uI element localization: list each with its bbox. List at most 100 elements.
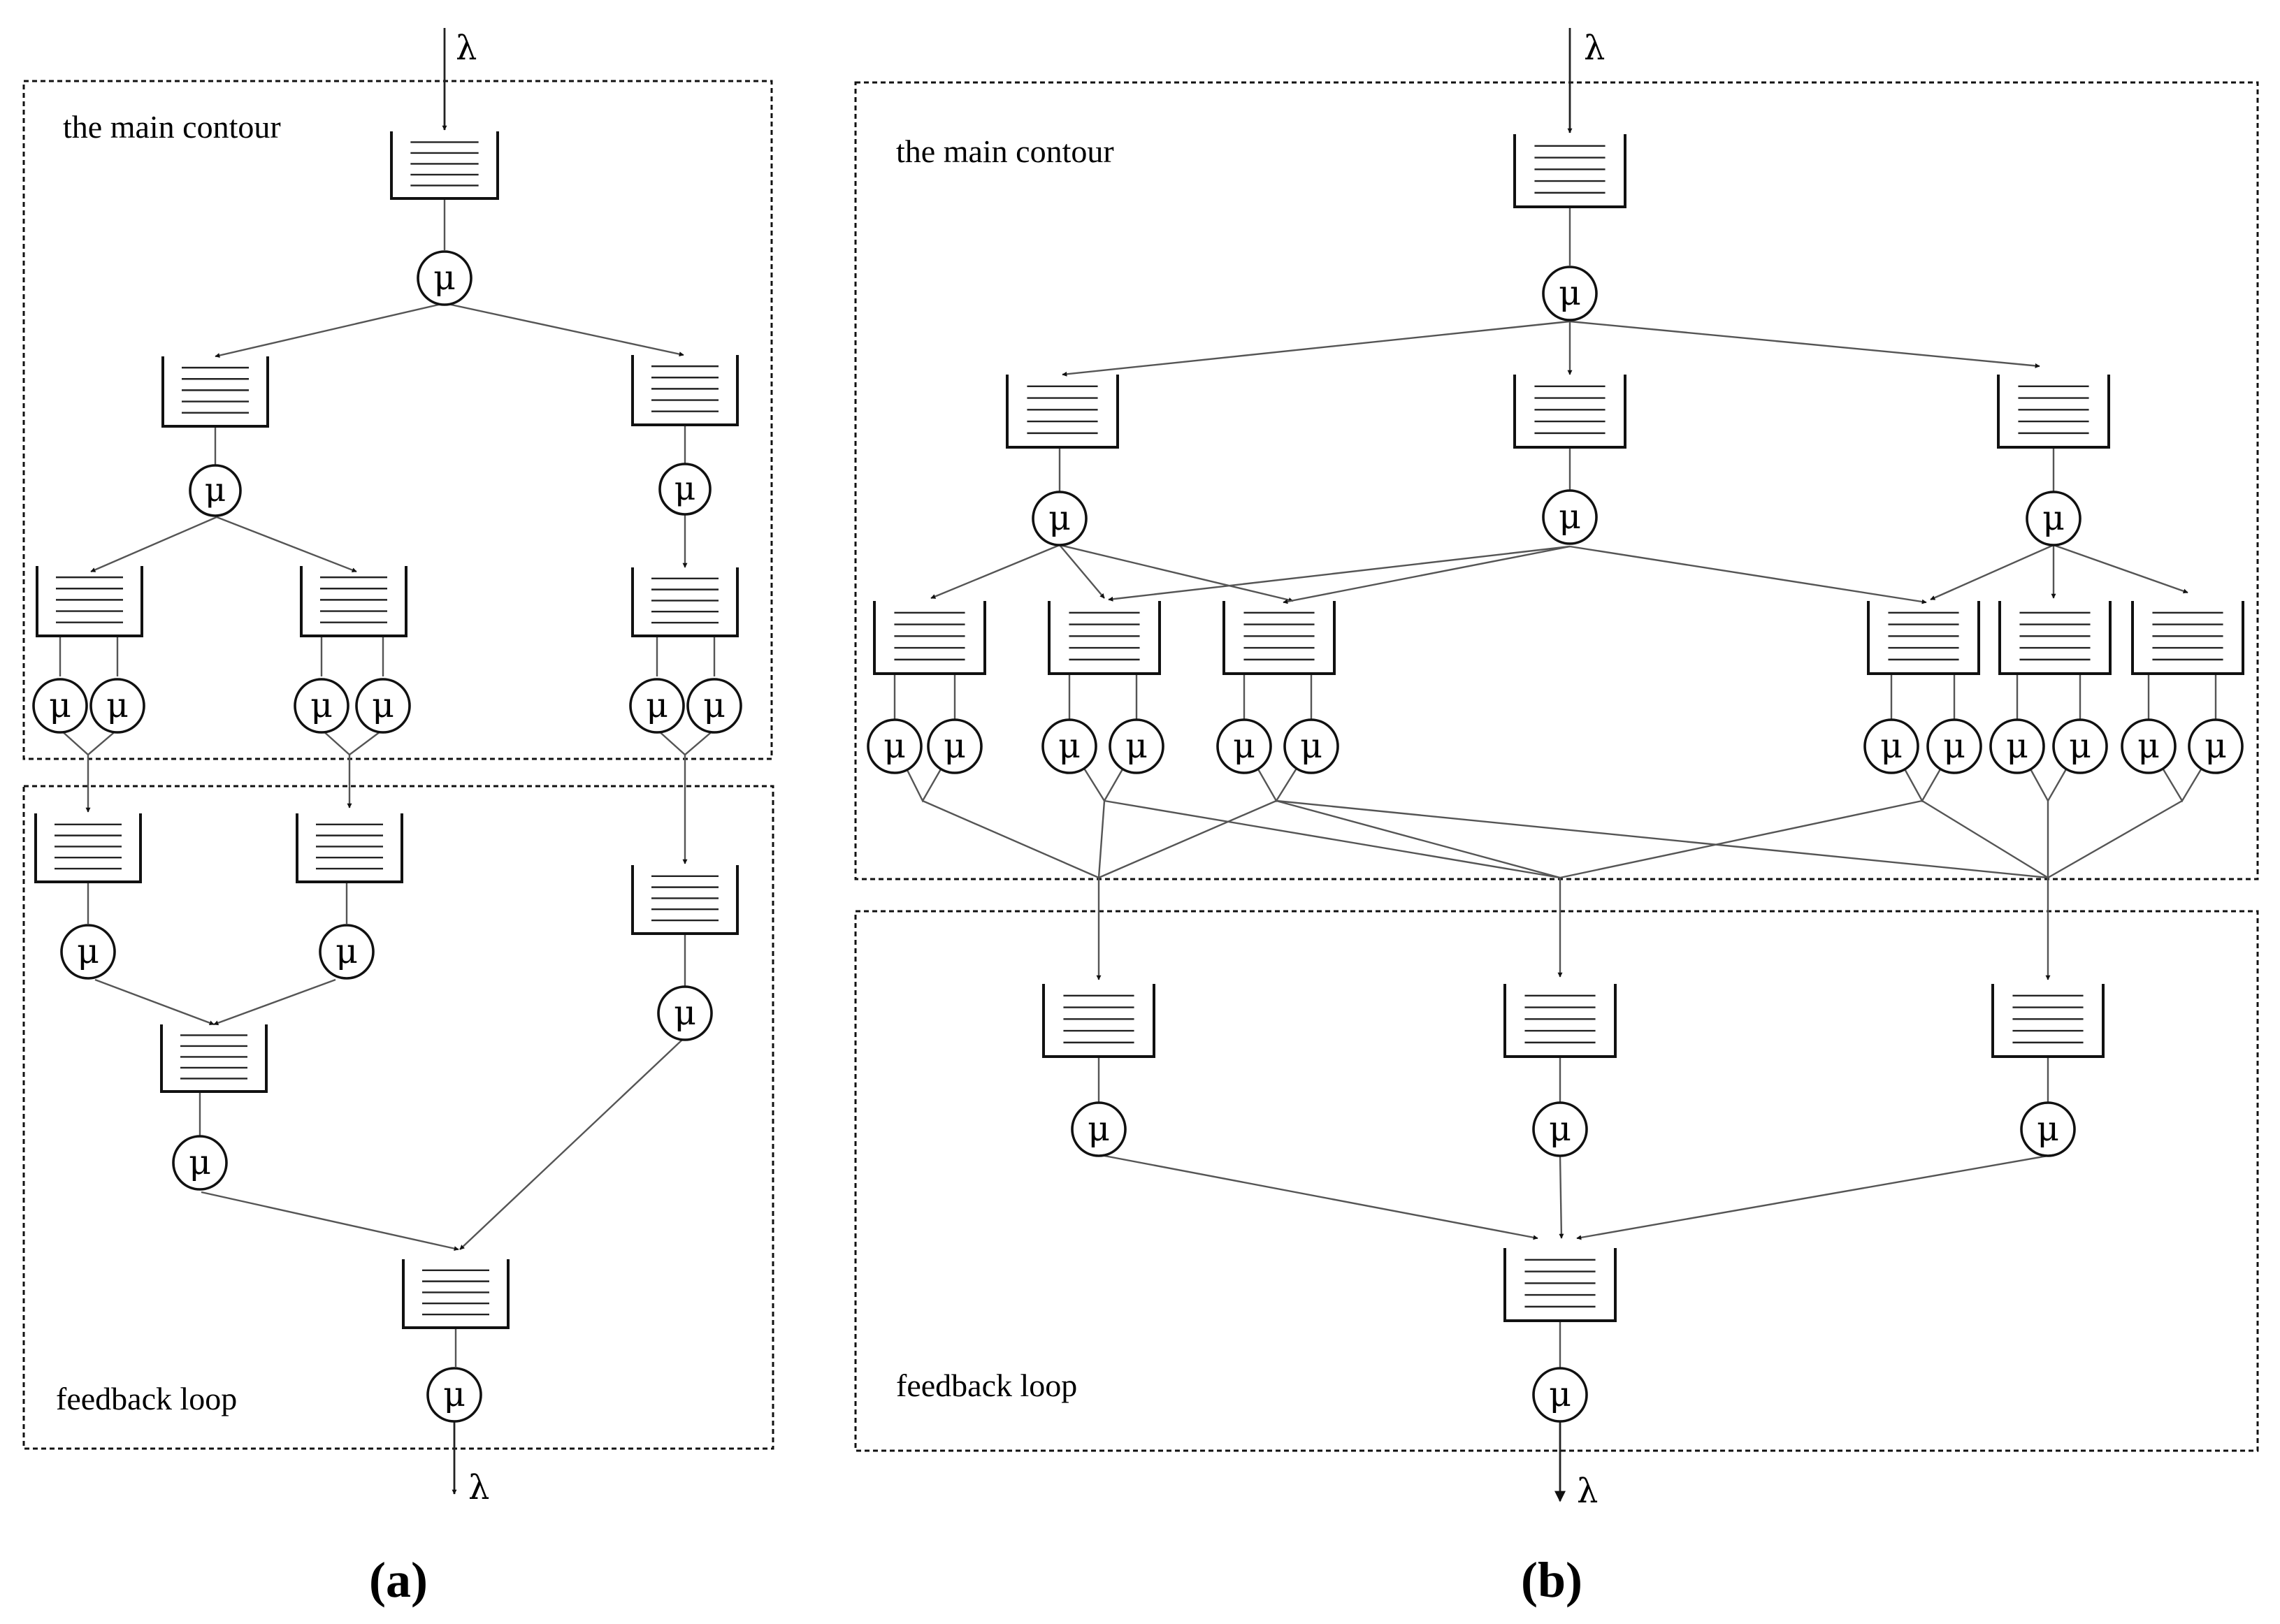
queue-buffer xyxy=(1042,984,1155,1058)
service-rate-label: μ xyxy=(2205,726,2227,766)
server-node: μ xyxy=(867,718,923,774)
server-node: μ xyxy=(2121,718,2177,774)
server-node: μ xyxy=(658,463,712,516)
server-node: μ xyxy=(1542,266,1598,321)
service-rate-label: μ xyxy=(189,1143,211,1182)
connection-arrows xyxy=(930,28,2188,1502)
server-node: μ xyxy=(629,678,685,734)
server-node: μ xyxy=(60,924,116,980)
server-node: μ xyxy=(172,1135,228,1191)
queue-buffer xyxy=(631,567,739,637)
service-rate-label: μ xyxy=(646,686,668,725)
service-rate-label: μ xyxy=(1233,726,1255,766)
service-rate-label: μ xyxy=(1559,497,1581,537)
server-node: μ xyxy=(2188,718,2244,774)
queue-buffer xyxy=(390,131,499,200)
service-rate-label: μ xyxy=(2069,726,2091,766)
server-joins xyxy=(893,744,2217,879)
server-node: μ xyxy=(657,985,713,1041)
queue-buffer xyxy=(2131,601,2244,675)
server-node: μ xyxy=(1532,1367,1588,1423)
queue-server-links xyxy=(59,198,716,1367)
service-rate-label: μ xyxy=(1300,726,1322,766)
server-node: μ xyxy=(2052,718,2108,774)
queues xyxy=(34,131,739,1329)
feedback-loop-border xyxy=(22,785,774,1450)
service-rate-label: μ xyxy=(310,686,333,725)
main-contour-label: the main contour xyxy=(63,109,281,145)
server-node: μ xyxy=(1032,491,1088,546)
server-node: μ xyxy=(1109,718,1164,774)
input-lambda-label: λ xyxy=(456,29,477,68)
service-rate-label: μ xyxy=(1880,726,1903,766)
queue-buffer xyxy=(1006,375,1119,449)
service-rate-label: μ xyxy=(205,471,226,509)
queue-buffer xyxy=(1513,134,1626,208)
service-rate-label: μ xyxy=(1559,273,1581,313)
queue-buffer xyxy=(1503,1248,1617,1322)
caption-a: (a) xyxy=(369,1552,428,1608)
server-node: μ xyxy=(189,464,242,517)
server-node: μ xyxy=(32,678,88,734)
service-rate-label: μ xyxy=(2006,726,2028,766)
service-rate-label: μ xyxy=(703,686,726,725)
service-rate-label: μ xyxy=(1048,498,1071,538)
service-rate-label: μ xyxy=(944,726,966,766)
server-node: μ xyxy=(1532,1101,1588,1157)
server-node: μ xyxy=(927,718,983,774)
queue-buffer xyxy=(300,566,407,637)
service-rate-label: μ xyxy=(49,686,71,725)
connection-arrows xyxy=(85,28,688,1495)
feedback-loop-label: feedback loop xyxy=(896,1368,1077,1403)
server-node: μ xyxy=(1989,718,2045,774)
service-rate-label: μ xyxy=(1125,726,1148,766)
queue-buffer xyxy=(1867,601,1980,675)
service-rate-label: μ xyxy=(77,931,99,971)
server-node: μ xyxy=(319,924,375,980)
output-lambda-label: λ xyxy=(468,1468,489,1507)
queue-buffer xyxy=(1998,601,2112,675)
server-node: μ xyxy=(89,678,145,734)
server-node: μ xyxy=(2020,1101,2076,1157)
queue-buffer xyxy=(161,356,269,428)
output-lambda-label: λ xyxy=(1577,1472,1598,1511)
queue-buffer xyxy=(1222,601,1336,675)
diagram-b: the main contour feedback loop λ λ (b) xyxy=(854,28,2259,1608)
server-node: μ xyxy=(686,678,742,734)
service-rate-label: μ xyxy=(1943,726,1965,766)
main-contour-border xyxy=(854,81,2259,880)
server-joins xyxy=(59,729,715,756)
queue-buffer xyxy=(631,865,739,935)
input-lambda-label: λ xyxy=(1584,29,1605,68)
service-rate-label: μ xyxy=(1058,726,1081,766)
server-node: μ xyxy=(1542,489,1598,545)
queue-buffer xyxy=(36,566,143,637)
queue-buffer xyxy=(1997,375,2110,449)
server-node: μ xyxy=(294,678,349,734)
queue-buffer xyxy=(873,601,986,675)
queue-buffer xyxy=(402,1259,510,1329)
service-rate-label: μ xyxy=(2137,726,2160,766)
service-rate-label: μ xyxy=(1088,1109,1110,1149)
service-rate-label: μ xyxy=(674,993,696,1033)
queue-buffer xyxy=(296,813,403,883)
server-node: μ xyxy=(1926,718,1982,774)
server-node: μ xyxy=(355,678,411,734)
feedback-loop-label: feedback loop xyxy=(56,1381,237,1416)
main-contour-label: the main contour xyxy=(896,133,1114,169)
feedback-loop-border xyxy=(854,910,2259,1452)
caption-b: (b) xyxy=(1521,1552,1582,1608)
server-node: μ xyxy=(1283,718,1339,774)
service-rate-label: μ xyxy=(106,686,129,725)
server-node: μ xyxy=(1071,1101,1127,1157)
service-rate-label: μ xyxy=(433,258,456,298)
queue-buffer xyxy=(160,1024,268,1093)
server-node: μ xyxy=(1216,718,1272,774)
server-node: μ xyxy=(1041,718,1097,774)
service-rate-label: μ xyxy=(335,931,358,971)
server-node: μ xyxy=(417,250,472,306)
queue-buffer xyxy=(631,355,739,426)
